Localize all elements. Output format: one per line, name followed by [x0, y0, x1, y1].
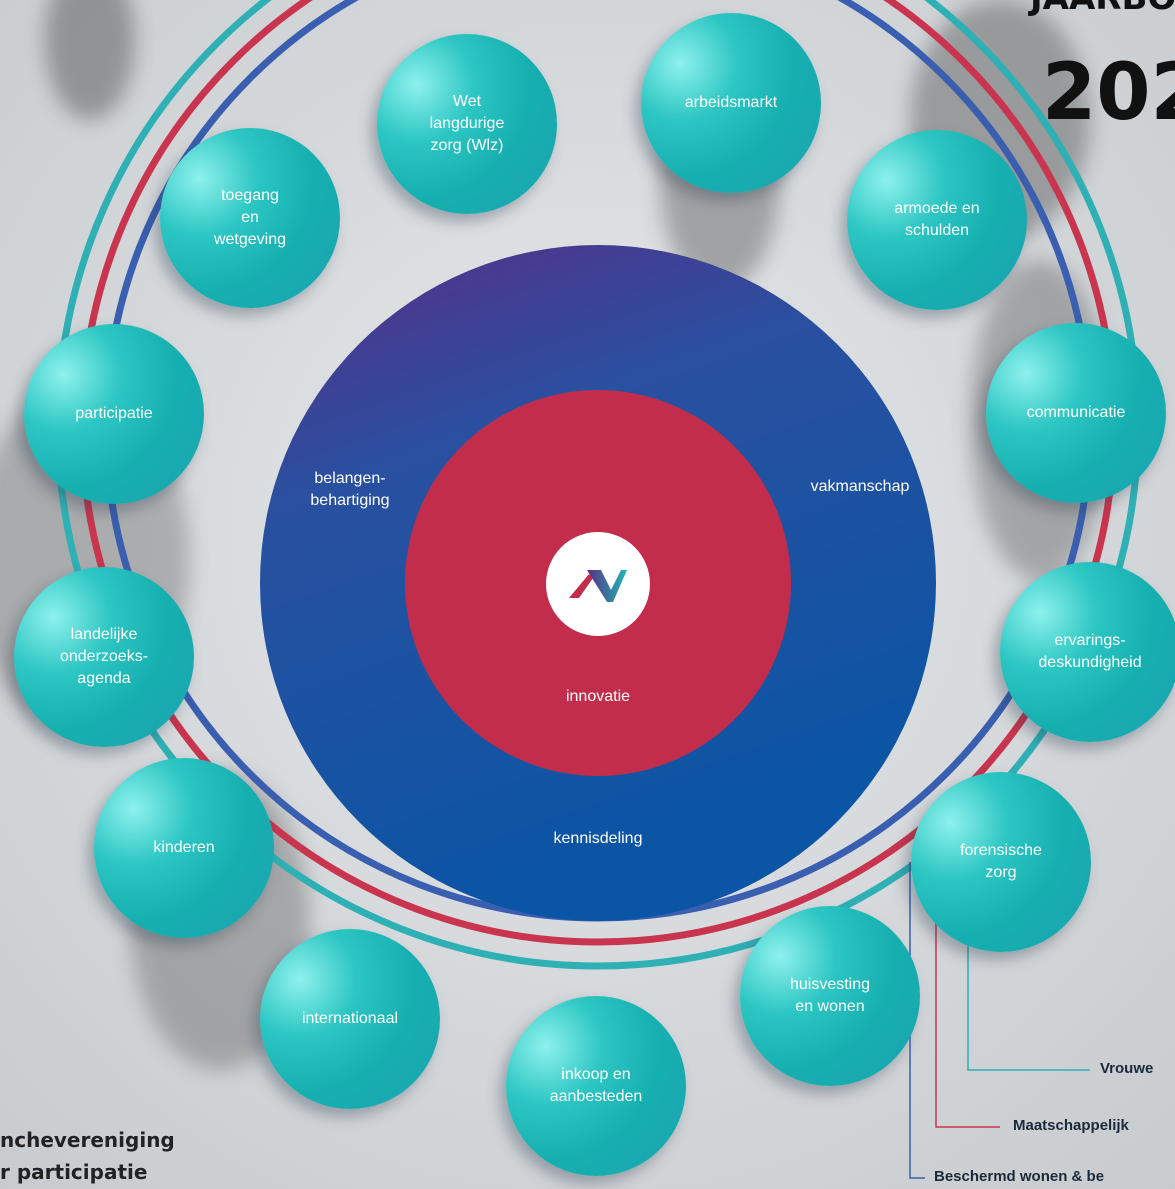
label-vakmanschap: vakmanschap — [810, 478, 910, 495]
legend-line-teal — [967, 900, 1090, 1071]
topic-node-ervaringsdeskundigheid[interactable]: ervarings- deskundigheid — [1000, 562, 1175, 742]
topic-node-armoede[interactable]: armoede en schulden — [847, 130, 1027, 310]
topic-node-kinderen[interactable]: kinderen — [94, 758, 274, 938]
topic-node-inkoop[interactable]: inkoop en aanbesteden — [506, 996, 686, 1176]
topic-node-forensische-zorg[interactable]: forensische zorg — [911, 772, 1091, 952]
topic-node-wlz[interactable]: Wet langdurige zorg (Wlz) — [377, 34, 557, 214]
topic-node-internationaal[interactable]: internationaal — [260, 929, 440, 1109]
legend-line-red — [935, 876, 1000, 1128]
organization-name-line2: r participatie — [0, 1160, 148, 1184]
topic-node-toegang[interactable]: toegang en wetgeving — [160, 128, 340, 308]
legend-label-vrouwe: Vrouwe — [1100, 1060, 1154, 1077]
topic-node-communicatie[interactable]: communicatie — [986, 323, 1166, 503]
legend-label-beschermd-wonen: Beschermd wonen & be — [934, 1168, 1105, 1185]
topic-node-huisvesting[interactable]: huisvesting en wonen — [740, 906, 920, 1086]
lv-logo-icon — [546, 532, 650, 636]
label-belangenbehartiging: belangen- behartiging — [310, 470, 390, 509]
legend-label-maatschappelijk: Maatschappelijk — [1013, 1117, 1129, 1134]
topic-node-arbeidsmarkt[interactable]: arbeidsmarkt — [641, 13, 821, 193]
header-title: JAARBO — [1030, 0, 1175, 18]
header-year: 202 — [1042, 48, 1175, 138]
label-kennisdeling: kennisdeling — [553, 830, 643, 847]
topic-node-onderzoeksagenda[interactable]: landelijke onderzoeks- agenda — [14, 567, 194, 747]
organization-name-line1: ncheverenig­ing — [0, 1128, 175, 1152]
label-innovatie: innovatie — [565, 688, 631, 705]
topic-node-participatie[interactable]: participatie — [24, 324, 204, 504]
